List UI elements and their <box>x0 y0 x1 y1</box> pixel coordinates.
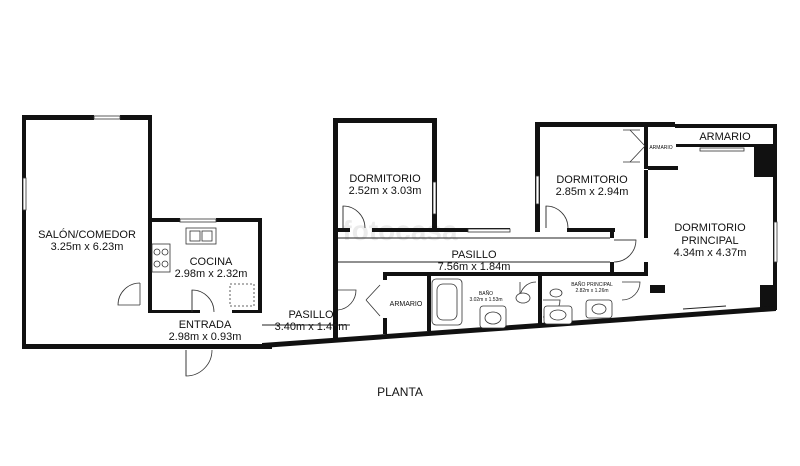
room-salon: SALÓN/COMEDOR 3.25m x 6.23m <box>38 228 136 253</box>
room-pasillo-1-size: 3.40m x 1.49m <box>275 321 348 333</box>
fixtures <box>151 227 613 329</box>
room-entrada: ENTRADA 2.98m x 0.93m <box>169 319 242 343</box>
room-dormitorio-principal-name-1: DORMITORIO <box>674 222 746 234</box>
room-pasillo-1: PASILLO 3.40m x 1.49m <box>275 309 348 333</box>
room-cocina-size: 2.98m x 2.32m <box>175 268 248 280</box>
room-armario-small-name: ARMARIO <box>649 145 672 151</box>
room-bano: BAÑO 3.02m x 1.53m <box>469 290 502 303</box>
room-cocina-name: COCINA <box>190 256 233 268</box>
room-pasillo-2: PASILLO 7.56m x 1.84m <box>438 249 511 273</box>
room-armario-pasillo: ARMARIO <box>390 301 423 308</box>
room-dormitorio-1-size: 2.52m x 3.03m <box>349 185 422 197</box>
room-entrada-size: 2.98m x 0.93m <box>169 331 242 343</box>
room-salon-size: 3.25m x 6.23m <box>51 241 124 253</box>
room-dormitorio-principal-name-2: PRINCIPAL <box>681 235 738 247</box>
room-armario-small: ARMARIO <box>649 145 672 151</box>
room-dormitorio-2-name: DORMITORIO <box>556 174 628 186</box>
room-bano-principal: BAÑO PRINCIPAL 2.82m x 1.26m <box>571 281 613 294</box>
plan-title: PLANTA <box>377 385 423 399</box>
room-bano-size: 3.02m x 1.53m <box>469 297 502 303</box>
room-armario-pasillo-name: ARMARIO <box>390 301 423 308</box>
room-dormitorio-principal: DORMITORIO PRINCIPAL 4.34m x 4.37m <box>674 222 747 259</box>
room-dormitorio-2-size: 2.85m x 2.94m <box>556 186 629 198</box>
room-armario-top: ARMARIO <box>699 131 751 143</box>
room-salon-name: SALÓN/COMEDOR <box>38 228 136 241</box>
room-dormitorio-1-name: DORMITORIO <box>349 173 421 185</box>
windows <box>22 115 778 326</box>
room-cocina: COCINA 2.98m x 2.32m <box>175 256 248 280</box>
room-bano-name: BAÑO <box>479 290 493 297</box>
room-dormitorio-principal-size: 4.34m x 4.37m <box>674 247 747 259</box>
walls <box>22 115 777 349</box>
room-pasillo-2-name: PASILLO <box>451 249 496 261</box>
room-dormitorio-2: DORMITORIO 2.85m x 2.94m <box>556 174 629 198</box>
room-entrada-name: ENTRADA <box>179 319 232 331</box>
room-pasillo-1-name: PASILLO <box>288 309 333 321</box>
room-bano-principal-name: BAÑO PRINCIPAL <box>571 281 613 288</box>
room-bano-principal-size: 2.82m x 1.26m <box>575 288 608 294</box>
room-dormitorio-1: DORMITORIO 2.52m x 3.03m <box>349 173 422 197</box>
room-pasillo-2-size: 7.56m x 1.84m <box>438 261 511 273</box>
room-armario-top-name: ARMARIO <box>699 131 751 143</box>
